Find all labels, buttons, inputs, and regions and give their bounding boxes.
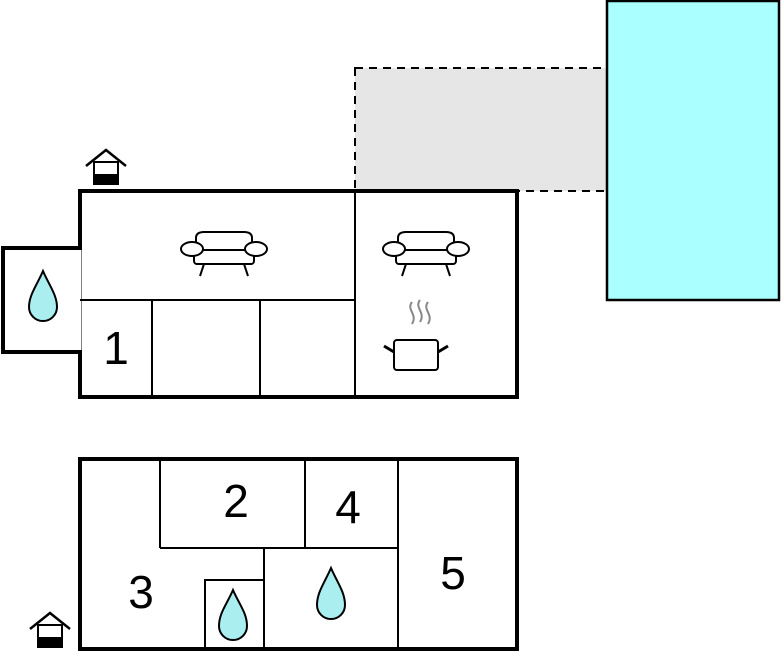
wall [204, 579, 264, 649]
room-number: 1 [103, 322, 129, 374]
building-a-outline [78, 189, 519, 399]
room-number: 4 [335, 481, 361, 533]
kitchen-icon [383, 299, 449, 371]
terrace-area [354, 67, 608, 192]
bathroom-icon [315, 565, 347, 620]
building-b: 2 4 3 5 [29, 457, 519, 651]
bathroom-icon [217, 587, 249, 641]
room-number: 3 [128, 566, 154, 618]
entrance-icon [85, 148, 127, 185]
bathroom-icon [27, 268, 59, 322]
room-number: 5 [440, 547, 466, 599]
swimming-pool [605, 0, 781, 302]
building-a: 1 [1, 148, 519, 399]
room-number: 2 [223, 475, 249, 527]
sofa-icon [180, 231, 268, 277]
entrance-icon [29, 611, 71, 648]
building-b-outline [78, 457, 519, 651]
sofa-icon [382, 231, 470, 277]
